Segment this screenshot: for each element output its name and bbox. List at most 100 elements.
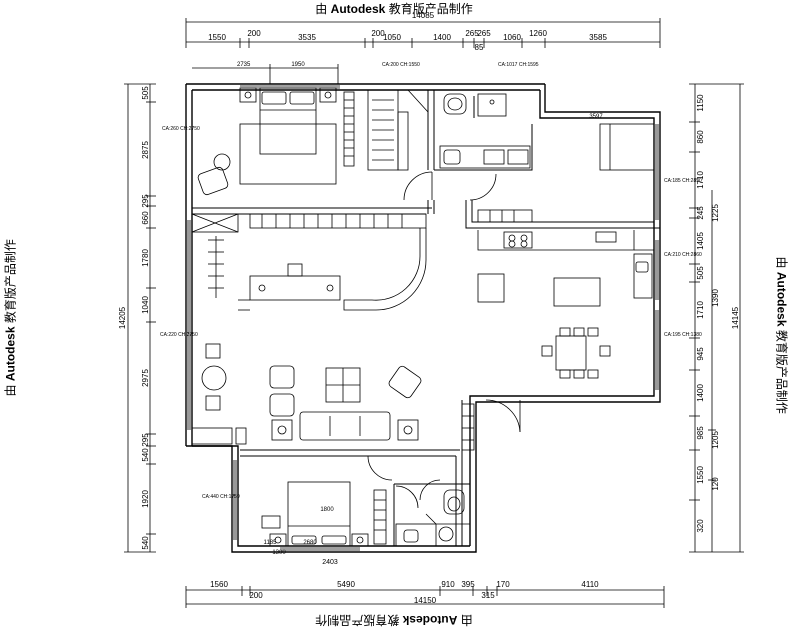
armchair-icon xyxy=(269,393,295,417)
dimension-right xyxy=(689,83,744,553)
dim-label: 265 xyxy=(465,29,479,38)
dim-left-total: 14205 xyxy=(118,306,127,329)
dimension-bottom xyxy=(185,586,665,608)
bookshelf xyxy=(249,213,427,229)
sink-icon xyxy=(443,149,461,165)
second-bedroom xyxy=(261,481,387,547)
shower-icon xyxy=(438,526,454,542)
nightstand-icon xyxy=(269,533,287,547)
chair-icon xyxy=(573,369,585,379)
watermark-prefix: 由 xyxy=(315,2,328,16)
armchair-icon xyxy=(388,365,422,399)
chair-icon xyxy=(541,345,553,357)
living-room xyxy=(191,213,475,451)
dim-label: 120 xyxy=(711,477,720,491)
bed-icon xyxy=(599,123,655,171)
vanity xyxy=(439,145,531,169)
dim-label: 540 xyxy=(141,536,150,550)
dim-label: 200 xyxy=(371,29,385,38)
sink-icon xyxy=(635,261,649,273)
pillow-icon xyxy=(291,535,317,545)
hanger-icon xyxy=(208,236,224,298)
dim-label: 1225 xyxy=(711,204,720,222)
dim-label: 2975 xyxy=(141,369,150,387)
dim-label: 1390 xyxy=(711,289,720,307)
dim-label: 1405 xyxy=(696,232,705,250)
dim-label: 1260 xyxy=(529,29,547,38)
side-table-icon xyxy=(205,343,221,359)
hanger-icon xyxy=(372,99,394,161)
dim-label: 1560 xyxy=(210,580,228,589)
dim-label: 3535 xyxy=(298,33,316,42)
room-note: CA:440 CH:1759 xyxy=(202,494,240,500)
dim-label: 660 xyxy=(141,211,150,225)
dim-label: 2403 xyxy=(322,559,338,566)
dim-label: 2680 xyxy=(303,540,317,546)
storage-cabinet xyxy=(191,213,239,233)
chair-icon xyxy=(287,263,303,277)
dim-label: 1400 xyxy=(433,33,451,42)
bottom-bathroom xyxy=(395,489,470,547)
cabinet xyxy=(483,149,505,165)
armchair-icon xyxy=(269,365,295,389)
armchair-icon xyxy=(197,166,229,196)
chair-icon xyxy=(559,327,571,337)
dim-label: 505 xyxy=(141,86,150,100)
kitchen-island xyxy=(553,277,601,307)
doors xyxy=(367,171,521,509)
cooktop-icon xyxy=(503,231,533,249)
dim-label: 200 xyxy=(247,29,261,38)
dim-right-total: 14145 xyxy=(731,306,740,329)
dim-label: 315 xyxy=(481,591,495,600)
pillow-icon xyxy=(261,91,287,105)
dim-label: 2735 xyxy=(237,62,251,68)
study-room xyxy=(477,123,655,223)
cabinet xyxy=(507,149,529,165)
dim-label: 1800 xyxy=(320,507,334,513)
dim-label: 245 xyxy=(696,206,705,220)
dim-label: 265 xyxy=(477,29,491,38)
plant-icon xyxy=(213,153,231,171)
bedroom-rug xyxy=(239,123,337,185)
curved-counter xyxy=(343,228,427,311)
desk-chair-icon xyxy=(261,515,281,529)
dim-label: 1550 xyxy=(696,466,705,484)
dimension-left xyxy=(124,83,156,553)
dim-label: 295 xyxy=(141,433,150,447)
room-note: CA:1017 CH:1595 xyxy=(498,62,539,68)
kitchen-wall-cabinet xyxy=(477,209,533,223)
sink-icon xyxy=(403,529,419,543)
entry-cabinet xyxy=(461,403,475,451)
master-bedroom xyxy=(192,64,429,196)
wardrobe xyxy=(343,91,355,167)
pillow-icon xyxy=(321,535,347,545)
dim-label: 2875 xyxy=(141,141,150,159)
dim-label: 1920 xyxy=(141,490,150,508)
round-table-icon xyxy=(201,365,227,391)
room-note: CA:195 CH:1380 xyxy=(664,332,702,338)
side-table-icon xyxy=(271,419,293,441)
tv-cabinet xyxy=(191,427,233,445)
watermark-top: 由 Autodesk 教育版产品制作 xyxy=(0,0,788,17)
shower-icon xyxy=(477,93,507,117)
dim-label: 945 xyxy=(696,347,705,361)
chair-icon xyxy=(587,369,599,379)
sofa xyxy=(299,411,391,441)
interior-walls xyxy=(192,90,660,546)
dim-label: 3597 xyxy=(589,114,603,120)
double-bed xyxy=(259,87,317,155)
watermark-suffix: 教育版产品制作 xyxy=(388,2,473,16)
dim-label: 4110 xyxy=(581,580,599,589)
dim-label: 395 xyxy=(461,580,475,589)
dim-label: 1710 xyxy=(696,171,705,189)
dim-label: 505 xyxy=(696,266,705,280)
dim-label: 1185 xyxy=(264,540,278,546)
dining-area xyxy=(541,327,611,379)
toilet-icon xyxy=(443,93,467,115)
dim-label: 1550 xyxy=(208,33,226,42)
dim-label: 1300 xyxy=(272,550,286,556)
windows xyxy=(187,85,659,551)
dim-label: 1205 xyxy=(711,431,720,449)
hood-icon xyxy=(595,231,617,243)
